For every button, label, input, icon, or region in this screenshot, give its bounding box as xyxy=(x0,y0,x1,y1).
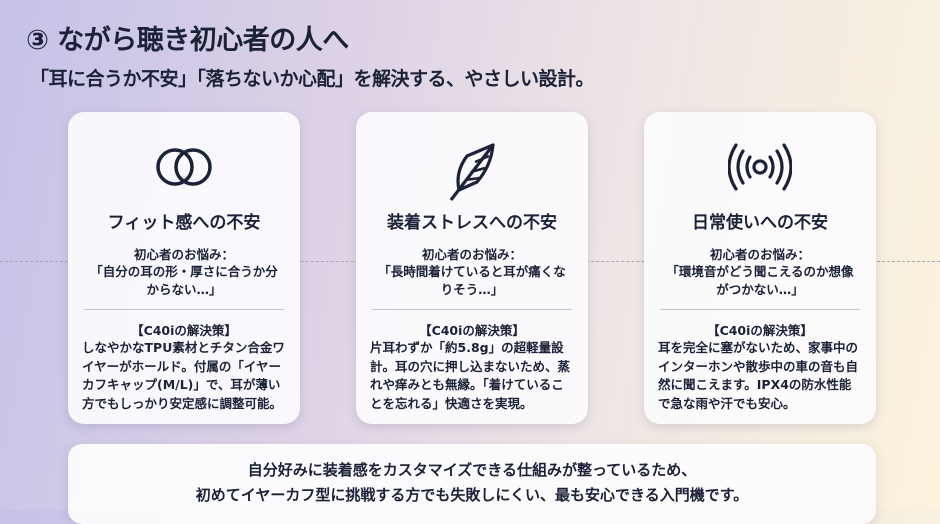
feather-icon xyxy=(356,142,588,202)
card-fit: フィット感への不安 初心者のお悩み： 「自分の耳の形・厚さに合うか分からない…」… xyxy=(68,112,300,424)
summary-line-1: 自分好みに装着感をカスタマイズできる仕組みが整っているため、 xyxy=(247,461,697,479)
card-title: 装着ストレスへの不安 xyxy=(387,213,557,233)
page-subtitle: 「耳に合うか不安」「落ちないか心配」を解決する、やさしい設計。 xyxy=(30,68,595,90)
card-divider xyxy=(84,309,284,310)
summary-box: 自分好みに装着感をカスタマイズできる仕組みが整っているため、 初めてイヤーカフ型… xyxy=(68,444,876,524)
worry-text: 「長時間着けていると耳が痛くなりそう…」 xyxy=(378,264,566,297)
solution-label: 【C40iの解決策】 xyxy=(707,323,813,338)
worry-text: 「自分の耳の形・厚さに合うか分からない…」 xyxy=(90,264,278,297)
card-comfort: 装着ストレスへの不安 初心者のお悩み： 「長時間着けていると耳が痛くなりそう…」… xyxy=(356,112,588,424)
interlocking-rings-icon xyxy=(68,142,300,202)
worry-label: 初心者のお悩み： xyxy=(133,247,234,262)
page-title: ③ ながら聴き初心者の人へ xyxy=(26,25,349,56)
solution-text: しなやかなTPU素材とチタン合金ワイヤーがホールド。付属の「イヤーカフキャップ(… xyxy=(82,340,285,411)
solution-label: 【C40iの解決策】 xyxy=(419,323,525,338)
card-divider xyxy=(372,309,572,310)
card-title: フィット感への不安 xyxy=(107,213,261,233)
worry-label: 初心者のお悩み： xyxy=(709,247,810,262)
solution-label: 【C40iの解決策】 xyxy=(131,323,237,338)
solution-text: 片耳わずか「約5.8g」の超軽量設計。耳の穴に押し込まないため、蒸れや痒みとも無… xyxy=(370,340,571,411)
solution-text: 耳を完全に塞がないため、家事中のインターホンや散歩中の車の音も自然に聞こえます。… xyxy=(658,340,859,411)
sound-waves-icon xyxy=(644,142,876,202)
card-divider xyxy=(660,309,860,310)
worry-text: 「環境音がどう聞こえるのか想像がつかない…」 xyxy=(666,264,854,297)
card-title: 日常使いへの不安 xyxy=(692,213,828,233)
summary-line-2: 初めてイヤーカフ型に挑戦する方でも失敗しにくい、最も安心できる入門機です。 xyxy=(195,486,749,504)
card-daily-use: 日常使いへの不安 初心者のお悩み： 「環境音がどう聞こえるのか想像がつかない…」… xyxy=(644,112,876,424)
worry-label: 初心者のお悩み： xyxy=(421,247,522,262)
